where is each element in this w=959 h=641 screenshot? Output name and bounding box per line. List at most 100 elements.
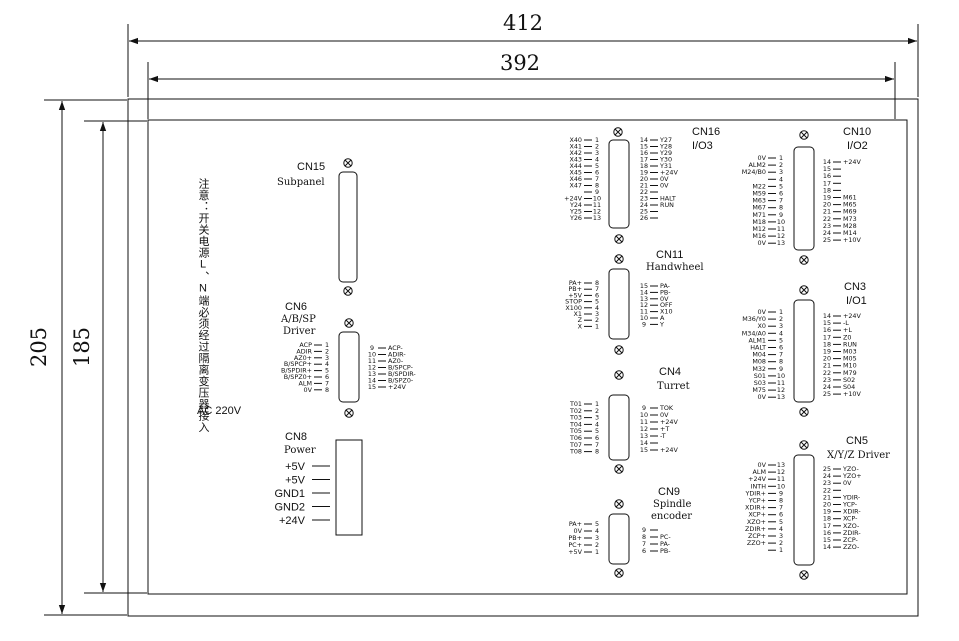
- pin-number: 3: [325, 354, 329, 362]
- pin-signal: T01: [569, 400, 582, 408]
- pin-signal: M79: [843, 369, 857, 377]
- pin-number: 20: [640, 175, 648, 183]
- pin-signal: +24V: [388, 383, 406, 391]
- pin-number: 13: [777, 239, 785, 247]
- pin-signal: 0V: [660, 175, 669, 183]
- cn5-name: CN5: [846, 435, 868, 447]
- cn10-pin-right: 16: [823, 172, 841, 180]
- pin-signal: M18: [752, 218, 766, 226]
- cn16-pin-right: 26: [640, 214, 658, 222]
- cn16-pin-left: 9: [584, 188, 599, 196]
- pin-number: 24: [823, 229, 831, 237]
- cn9-screw-top: [614, 499, 624, 509]
- pin-signal: B/SPCP-: [388, 364, 413, 372]
- pin-signal: ZZO-: [843, 543, 859, 551]
- cn3-screw-bottom: [799, 407, 809, 417]
- cn5-screw-bottom: [799, 570, 809, 580]
- pin-signal: YCP-: [842, 501, 857, 509]
- pin-number: 11: [777, 475, 785, 483]
- pin-number: 14: [640, 288, 648, 296]
- pin-number: 1: [595, 548, 599, 556]
- cn10-pin-right: 17: [823, 179, 841, 187]
- pin-number: 9: [642, 404, 646, 412]
- pin-number: 10: [640, 411, 648, 419]
- cn10-pin-right: 25+10V: [823, 236, 862, 244]
- cn16-pin-right: 22: [640, 188, 658, 196]
- cn8-subtitle: Power: [284, 445, 316, 456]
- cn10-subtitle: I/O2: [847, 140, 868, 152]
- inner-panel-outline: [147, 119, 908, 595]
- pin-signal: M59: [752, 190, 766, 198]
- cn11-shell: [608, 268, 630, 340]
- pin-number: 21: [823, 362, 831, 370]
- cn6-subtitle-2: Driver: [283, 326, 316, 337]
- pin-number: 9: [642, 526, 646, 534]
- connector-cn15: CN15 Subpanel: [277, 158, 358, 296]
- pin-number: 13: [368, 370, 376, 378]
- pin-number: 22: [823, 215, 831, 223]
- pin-number: 12: [593, 208, 601, 216]
- pin-number: 16: [823, 172, 831, 180]
- cn5-pin-right: 22: [823, 486, 841, 494]
- pin-signal: 0V: [758, 393, 767, 401]
- pin-number: 4: [595, 156, 599, 164]
- pin-number: 14: [823, 158, 831, 166]
- pin-number: 8: [595, 448, 599, 456]
- dimension-outer-width-label: 412: [503, 11, 543, 35]
- cn16-pin-right: 20 0V: [640, 175, 669, 183]
- pin-number: 10: [593, 195, 601, 203]
- cn16-screw-top: [613, 127, 623, 137]
- pin-signal: Y26: [569, 214, 582, 222]
- pin-signal: M36/Y0: [742, 315, 766, 323]
- pin-number: 26: [640, 214, 648, 222]
- pin-number: 15: [823, 536, 831, 544]
- pin-number: 6: [595, 291, 599, 299]
- cn4-screw-bottom: [614, 464, 624, 474]
- cn8-terminal-block: [335, 439, 363, 536]
- pin-signal: Y30: [659, 156, 672, 164]
- cn15-screw-bottom: [343, 286, 353, 296]
- cn9-subtitle-2: encoder: [651, 511, 692, 522]
- pin-number: 6: [595, 434, 599, 442]
- pin-signal: M28: [843, 222, 857, 230]
- cn16-screw-bottom: [614, 234, 624, 244]
- pin-signal: A: [660, 314, 665, 322]
- cn3-shell: [793, 299, 815, 403]
- pin-number: 4: [595, 527, 599, 535]
- pin-number: 7: [779, 197, 783, 205]
- cn11-subtitle: Handwheel: [646, 262, 704, 273]
- pin-signal: PB-: [660, 547, 671, 555]
- pin-number: 15: [640, 282, 648, 290]
- pin-signal: 0V: [660, 182, 669, 190]
- pin-signal: TOK: [659, 404, 674, 412]
- pin-signal: M16: [752, 232, 766, 240]
- pin-signal: YDIR+: [744, 489, 766, 497]
- pin-number: 8: [779, 497, 783, 505]
- pin-number: 12: [368, 364, 376, 372]
- pin-number: 11: [777, 379, 785, 387]
- pin-number: 15: [823, 165, 831, 173]
- pin-signal: +24V: [564, 195, 582, 203]
- cn9-name: CN9: [658, 486, 680, 498]
- pin-number: 9: [642, 320, 646, 328]
- pin-signal: PA-: [660, 540, 670, 548]
- cn4-pin-right: 12+T: [640, 425, 669, 433]
- pin-number: 3: [595, 149, 599, 157]
- pin-number: 17: [823, 333, 831, 341]
